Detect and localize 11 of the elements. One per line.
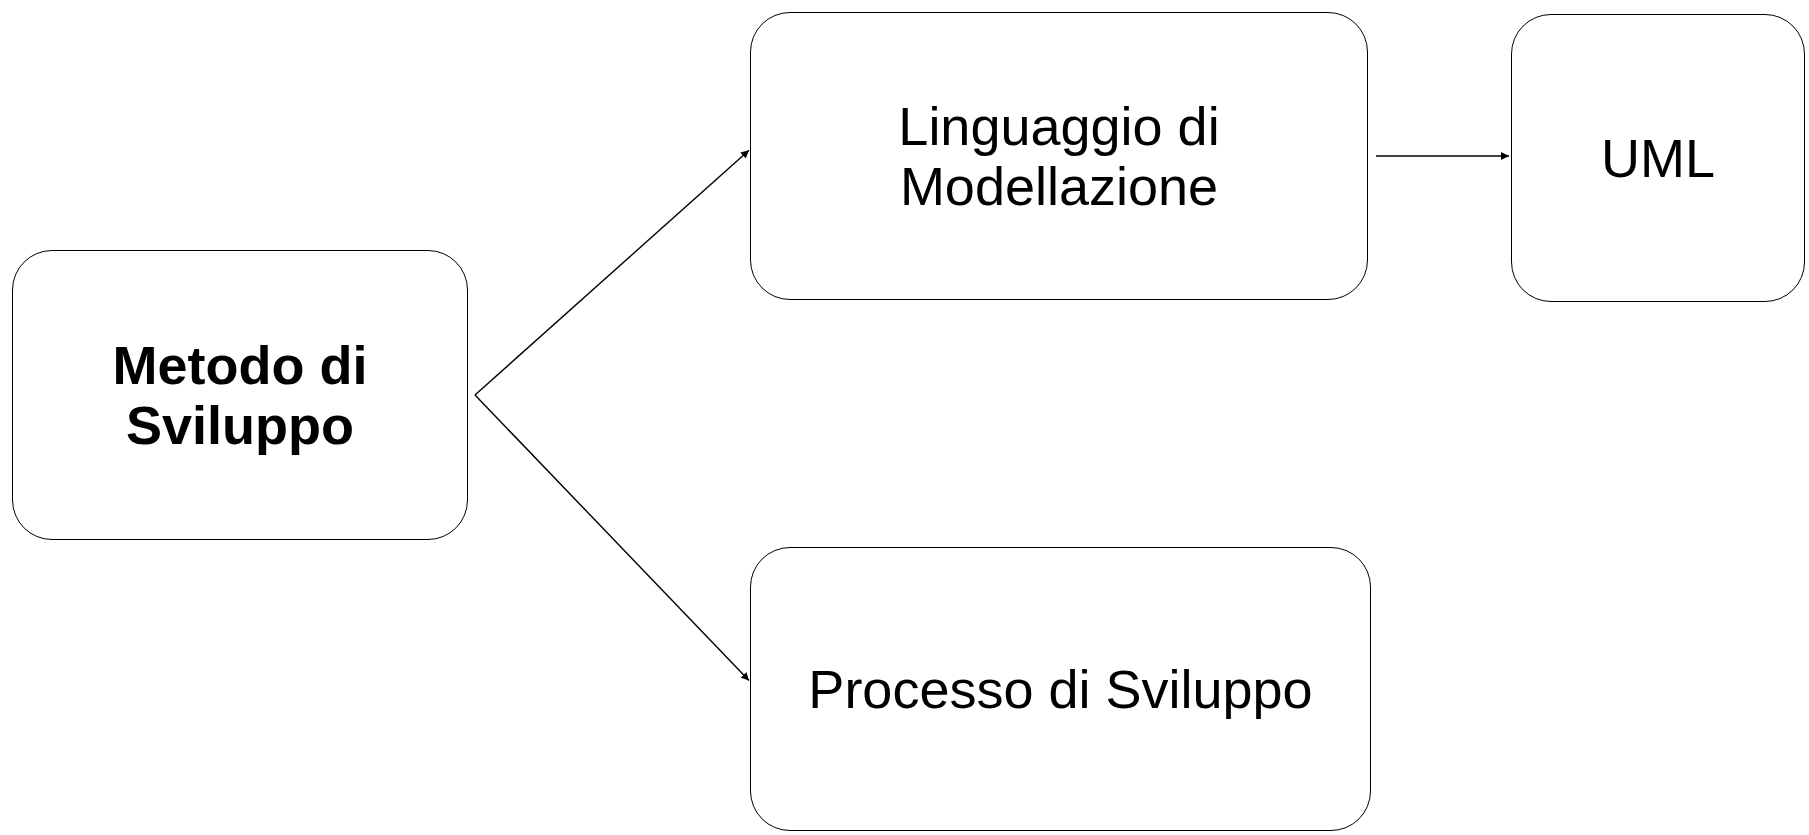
rounded-box <box>12 250 468 540</box>
rounded-box <box>750 547 1371 831</box>
rounded-box <box>1511 14 1805 302</box>
box-label: Processo di Sviluppo <box>808 658 1313 720</box>
rounded-box <box>750 12 1368 300</box>
box-label: Metodo di Sviluppo <box>111 334 369 456</box>
arrow <box>474 149 750 396</box>
box-label: UML <box>1601 127 1715 189</box>
box-label: Linguaggio di Modellazione <box>897 95 1221 217</box>
arrow <box>1375 152 1510 160</box>
arrow <box>474 394 750 682</box>
